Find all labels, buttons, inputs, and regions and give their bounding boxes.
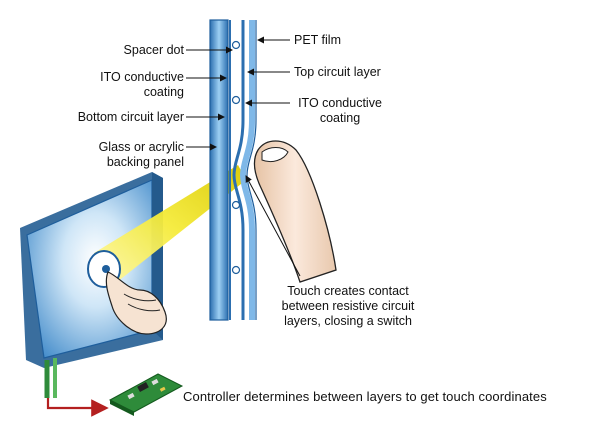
cable xyxy=(44,358,57,398)
label-touch-line1: Touch creates contact xyxy=(287,284,409,298)
label-touch-line3: layers, closing a switch xyxy=(284,314,412,328)
label-ito-coating-left-line2: coating xyxy=(143,85,184,99)
layer-cross-section xyxy=(209,19,257,321)
controller-caption: Controller determines between layers to … xyxy=(183,389,547,404)
label-pet-film: PET film xyxy=(294,33,341,47)
finger-icon xyxy=(253,140,337,283)
label-touch-line2: between resistive circuit xyxy=(281,299,415,313)
controller-board-icon xyxy=(108,373,184,416)
label-glass-backing-line2: backing panel xyxy=(106,155,184,169)
magnification-beam xyxy=(94,165,246,286)
label-bottom-circuit-layer: Bottom circuit layer xyxy=(77,110,184,124)
label-top-circuit-layer: Top circuit layer xyxy=(294,65,381,79)
label-ito-coating-left-line1: ITO conductive xyxy=(100,70,184,84)
label-ito-coating-right-line2: coating xyxy=(319,111,361,125)
label-ito-coating-right-line1: ITO conductive xyxy=(298,96,382,110)
leader-lines xyxy=(186,36,301,277)
label-spacer-dot: Spacer dot xyxy=(123,43,184,57)
hand-icon xyxy=(105,271,167,335)
label-glass-backing-line1: Glass or acrylic xyxy=(98,140,184,154)
signal-arrow xyxy=(46,398,109,417)
